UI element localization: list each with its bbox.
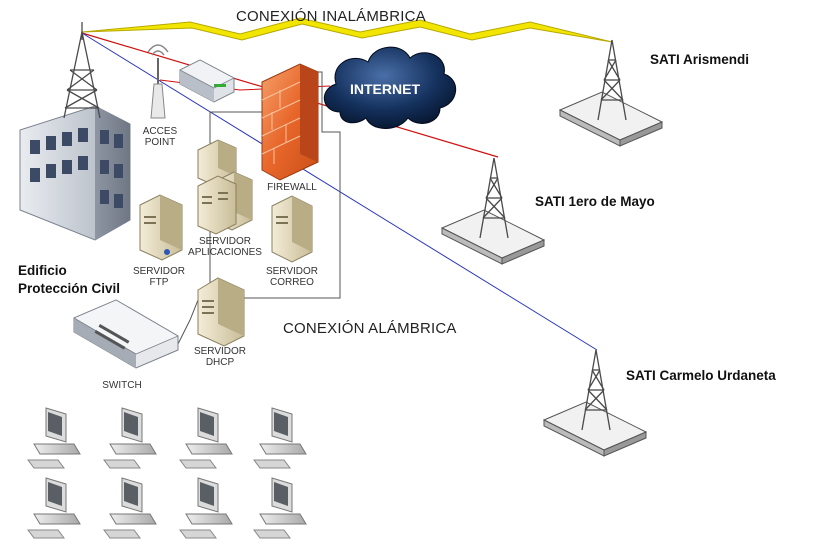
server-apps-icon	[197, 139, 253, 235]
building-icon	[19, 105, 131, 241]
server-ftp-label-line1: SERVIDOR	[132, 266, 186, 277]
wired-frame	[209, 71, 341, 299]
server-ftp-label: SERVIDOR FTP	[124, 266, 194, 288]
building-label-line2: Protección Civil	[18, 281, 121, 296]
sati-1ero-de-mayo-label: SATI 1ero de Mayo	[535, 194, 655, 209]
server-mail-label-line1: SERVIDOR	[265, 266, 319, 277]
tower-icon-building	[63, 22, 101, 119]
tower-icon-1ero-de-mayo	[440, 157, 546, 265]
server-ftp-label-line2: FTP	[149, 277, 169, 288]
computer-icon	[103, 407, 157, 469]
building-label-line1: Edificio	[18, 263, 67, 278]
access-point-label-line2: POINT	[144, 137, 176, 148]
server-ftp-icon	[139, 194, 183, 261]
firewall-label: FIREWALL	[267, 182, 317, 193]
sati-arismendi-label: SATI Arismendi	[650, 52, 750, 67]
server-mail-label: SERVIDOR CORREO	[256, 266, 328, 288]
wired-switch-link	[177, 299, 199, 345]
server-apps-label-line1: SERVIDOR	[198, 236, 252, 247]
internet-cloud-icon	[324, 46, 456, 129]
server-mail-label-line2: CORREO	[270, 277, 314, 288]
access-point-icon	[147, 44, 169, 119]
access-point-label-line1: ACCES	[142, 126, 178, 137]
server-dhcp-icon	[197, 277, 245, 347]
wired-connection-label: CONEXIÓN ALÁMBRICA	[283, 320, 457, 337]
server-dhcp-label-line2: DHCP	[205, 357, 235, 368]
switch-icon	[73, 299, 179, 369]
computer-icon	[27, 477, 81, 539]
tower-icon-carmelo-urdaneta	[542, 349, 648, 457]
computer-icon	[103, 477, 157, 539]
switch-label: SWITCH	[102, 380, 142, 391]
access-point-label: ACCES POINT	[130, 126, 190, 148]
server-apps-label-line2: APLICACIONES	[188, 247, 262, 258]
computer-icon	[253, 407, 307, 469]
workstations	[27, 407, 307, 539]
computer-icon	[253, 477, 307, 539]
server-apps-label: SERVIDOR APLICACIONES	[186, 236, 264, 258]
wireless-connection-label: CONEXIÓN INALÁMBRICA	[236, 8, 426, 25]
computer-icon	[27, 407, 81, 469]
computer-icon	[179, 477, 233, 539]
tower-icon-arismendi	[558, 39, 664, 147]
router-icon	[179, 59, 235, 103]
firewall-icon	[261, 63, 319, 181]
server-dhcp-label-line1: SERVIDOR	[193, 346, 247, 357]
internet-label: INTERNET	[350, 81, 420, 97]
server-dhcp-label: SERVIDOR DHCP	[184, 346, 256, 368]
building-label: Edificio Protección Civil	[18, 263, 120, 296]
sati-carmelo-urdaneta-label: SATI Carmelo Urdaneta	[626, 368, 776, 383]
computer-icon	[179, 407, 233, 469]
server-mail-icon	[271, 195, 313, 263]
